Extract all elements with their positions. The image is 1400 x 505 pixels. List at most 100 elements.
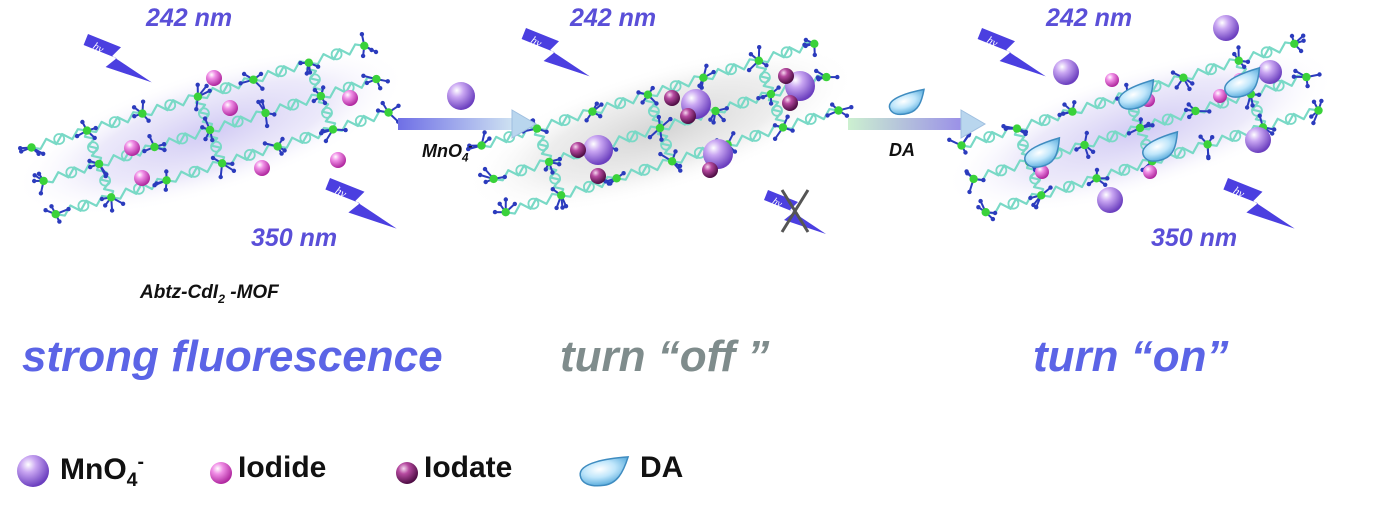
framework-n-atom	[1187, 102, 1191, 106]
iodate-sphere	[680, 108, 696, 124]
framework-n-atom	[260, 99, 264, 103]
legend-da-label: DA	[640, 451, 683, 485]
framework-cd-node	[477, 141, 485, 149]
panel2-wavelength-top: 242 nm	[570, 4, 656, 33]
framework-n-atom	[1301, 39, 1305, 43]
framework-n-atom	[272, 112, 276, 116]
framework-n-atom	[1048, 185, 1052, 189]
framework-n-atom	[554, 206, 558, 210]
framework-cd-node	[1136, 124, 1144, 132]
framework-cd-node	[1013, 124, 1021, 132]
framework-n-atom	[598, 114, 602, 118]
framework-n-atom	[66, 207, 70, 211]
framework-n-atom	[978, 199, 982, 203]
framework-n-atom	[164, 188, 168, 192]
framework-n-atom	[1299, 49, 1303, 53]
framework-n-atom	[1127, 131, 1131, 135]
framework-n-atom	[324, 139, 328, 143]
framework-cd-node	[329, 125, 337, 133]
framework-cd-node	[711, 107, 719, 115]
framework-n-atom	[100, 197, 104, 201]
mno4-sphere	[1245, 127, 1271, 153]
framework-n-atom	[963, 150, 967, 154]
framework-n-atom	[1317, 72, 1321, 76]
framework-n-atom	[1146, 122, 1150, 126]
legend-iodide-label: Iodide	[238, 451, 326, 485]
framework-n-atom	[584, 118, 588, 122]
framework-n-atom	[964, 169, 968, 173]
framework-n-atom	[513, 202, 517, 206]
framework-n-atom	[804, 38, 808, 42]
framework-n-atom	[263, 141, 267, 145]
framework-n-atom	[1091, 150, 1095, 154]
framework-cd-node	[194, 93, 202, 101]
framework-n-atom	[1292, 75, 1296, 79]
framework-n-atom	[659, 138, 663, 142]
framework-cd-node	[206, 126, 214, 134]
framework-n-atom	[835, 75, 839, 79]
arrow-add-mno4	[398, 110, 536, 138]
framework-cd-node	[384, 108, 392, 116]
framework-n-atom	[1305, 84, 1309, 88]
framework-n-atom	[369, 48, 373, 52]
framework-n-atom	[43, 208, 47, 212]
da-reagent-icon	[887, 89, 929, 118]
framework-n-atom	[32, 179, 36, 183]
framework-cd-node	[83, 126, 91, 134]
legend-iodate-icon	[396, 462, 418, 484]
framework-n-atom	[260, 87, 264, 91]
framework-n-atom	[141, 100, 145, 104]
iodide-sphere	[1105, 73, 1119, 87]
framework-n-atom	[312, 99, 316, 103]
framework-n-atom	[1062, 102, 1066, 106]
framework-n-atom	[142, 149, 146, 153]
mno4-sphere	[1213, 15, 1239, 41]
legend-iodide-icon	[210, 462, 232, 484]
iodide-sphere	[254, 160, 270, 176]
framework-n-atom	[1105, 176, 1109, 180]
framework-n-atom	[146, 119, 150, 123]
framework-n-atom	[651, 86, 655, 90]
framework-cd-node	[502, 208, 510, 216]
arrow1-label: MnO4-	[422, 140, 472, 165]
legend-da-icon	[579, 456, 632, 488]
mno4-sphere	[1097, 187, 1123, 213]
framework-cd-node	[360, 42, 368, 50]
framework-n-atom	[164, 169, 168, 173]
framework-cd-node	[612, 174, 620, 182]
framework-cd-node	[755, 57, 763, 65]
framework-n-atom	[484, 180, 488, 184]
framework-cd-node	[249, 76, 257, 84]
framework-n-atom	[1245, 105, 1249, 109]
lightning-icon: hv	[84, 34, 152, 82]
framework-n-atom	[711, 70, 715, 74]
mno4-sphere	[583, 135, 613, 165]
framework-n-atom	[599, 102, 603, 106]
framework-n-atom	[232, 169, 236, 173]
framework-n-atom	[654, 101, 658, 105]
iodide-sphere	[222, 100, 238, 116]
framework-cd-node	[822, 73, 830, 81]
framework-cd-node	[1068, 107, 1076, 115]
framework-n-atom	[1150, 123, 1154, 127]
framework-n-atom	[483, 167, 487, 171]
framework-n-atom	[560, 205, 564, 209]
mno4-reagent-icon	[447, 82, 475, 110]
framework-n-atom	[493, 210, 497, 214]
arrow2-label: DA	[889, 140, 915, 161]
framework-n-atom	[132, 114, 136, 118]
framework-n-atom	[731, 131, 735, 135]
framework-n-atom	[1258, 114, 1262, 118]
framework-n-atom	[657, 115, 661, 119]
framework-n-atom	[769, 101, 773, 105]
framework-n-atom	[1206, 155, 1210, 159]
framework-n-atom	[544, 167, 548, 171]
framework-n-atom	[238, 81, 242, 85]
framework-n-atom	[1309, 114, 1313, 118]
framework-n-atom	[1171, 70, 1175, 74]
framework-n-atom	[41, 152, 45, 156]
framework-n-atom	[196, 83, 200, 87]
framework-n-atom	[813, 53, 817, 57]
framework-cd-node	[27, 143, 35, 151]
arrow-shaft	[848, 118, 963, 130]
